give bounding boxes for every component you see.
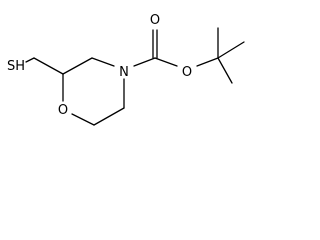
bond-oester-cq xyxy=(196,57,219,67)
bond-c2-ch2 xyxy=(33,57,64,75)
atom-n-label: N xyxy=(119,65,129,80)
atom-o-ester-label: O xyxy=(182,65,192,80)
atom-sh-label: SH xyxy=(7,59,25,74)
atom-o-ring-label: O xyxy=(58,103,68,118)
bond-carbonyl-oester xyxy=(154,57,178,67)
bond-cq-me-right xyxy=(217,41,245,59)
bond-n-carbonyl xyxy=(133,57,156,67)
bond-c2-c3 xyxy=(62,57,93,75)
bond-c6-o xyxy=(71,113,95,126)
bond-cq-me-down xyxy=(217,57,233,84)
molecule-diagram: SH N O O O xyxy=(7,13,245,126)
bond-ch2-s xyxy=(25,57,35,63)
atom-o-carbonyl-label: O xyxy=(150,13,160,28)
bond-c5-c6 xyxy=(93,107,125,126)
bond-c3-n xyxy=(91,57,115,67)
